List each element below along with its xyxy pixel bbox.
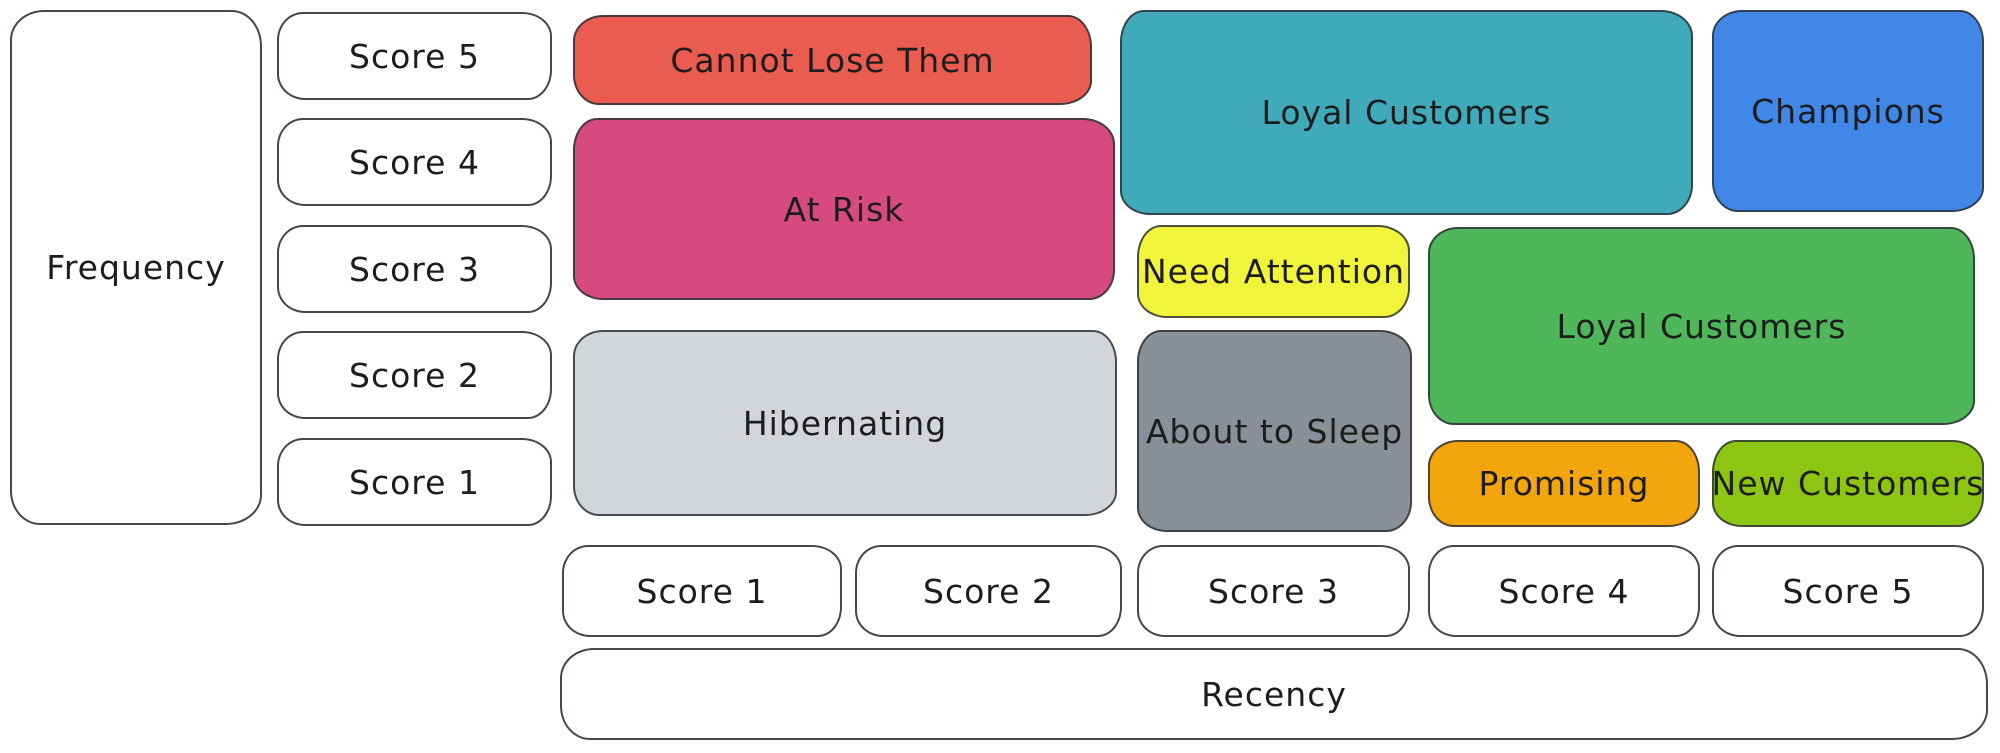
new-customers-label: New Customers bbox=[1711, 464, 1985, 503]
hibernating-label: Hibernating bbox=[742, 403, 948, 443]
hibernating-segment: Hibernating bbox=[573, 330, 1117, 516]
loyal-customers-segment: Loyal Customers bbox=[1120, 10, 1693, 215]
recency-score-4-box: Score 4 bbox=[1428, 545, 1700, 637]
frequency-score-2-label: Score 2 bbox=[349, 355, 480, 395]
loyal-customers-label: Loyal Customers bbox=[1261, 93, 1552, 132]
frequency-axis-label: Frequency bbox=[46, 248, 226, 287]
new-customers-segment: New Customers bbox=[1712, 440, 1984, 527]
frequency-score-5-box: Score 5 bbox=[277, 12, 552, 100]
recency-score-5-label: Score 5 bbox=[1782, 571, 1914, 611]
need-attention-label: Need Attention bbox=[1141, 252, 1406, 291]
about-to-sleep-label: About to Sleep bbox=[1145, 411, 1404, 451]
frequency-score-3-label: Score 3 bbox=[349, 249, 480, 289]
champions-label: Champions bbox=[1751, 91, 1945, 131]
promising-segment: Promising bbox=[1428, 440, 1700, 527]
recency-score-2-box: Score 2 bbox=[855, 545, 1122, 637]
frequency-score-3-box: Score 3 bbox=[277, 225, 552, 313]
frequency-score-4-box: Score 4 bbox=[277, 118, 552, 206]
recency-score-3-box: Score 3 bbox=[1137, 545, 1410, 637]
frequency-score-5-label: Score 5 bbox=[349, 36, 480, 76]
about-to-sleep-segment: About to Sleep bbox=[1137, 330, 1412, 532]
frequency-score-4-label: Score 4 bbox=[349, 142, 480, 182]
champions-segment: Champions bbox=[1712, 10, 1984, 212]
loyal-customers-6-segment: Loyal Customers bbox=[1428, 227, 1975, 425]
recency-score-1-box: Score 1 bbox=[562, 545, 842, 637]
cannot-lose-them-segment: Cannot Lose Them bbox=[573, 15, 1092, 105]
recency-score-1-label: Score 1 bbox=[636, 571, 768, 611]
loyal-customers-6-label: Loyal Customers bbox=[1556, 306, 1847, 346]
recency-axis-box: Recency bbox=[560, 648, 1988, 740]
frequency-score-2-box: Score 2 bbox=[277, 331, 552, 419]
recency-score-5-box: Score 5 bbox=[1712, 545, 1984, 637]
recency-score-2-label: Score 2 bbox=[923, 571, 1054, 611]
at-risk-segment: At Risk bbox=[573, 118, 1115, 300]
at-risk-label: At Risk bbox=[783, 189, 905, 229]
recency-score-4-label: Score 4 bbox=[1498, 571, 1630, 611]
frequency-score-1-box: Score 1 bbox=[277, 438, 552, 526]
need-attention-segment: Need Attention bbox=[1137, 225, 1410, 318]
frequency-score-1-label: Score 1 bbox=[349, 462, 480, 502]
cannot-lose-them-label: Cannot Lose Them bbox=[670, 40, 995, 80]
frequency-axis-box: Frequency bbox=[10, 10, 262, 525]
recency-axis-label: Recency bbox=[1201, 674, 1347, 714]
promising-label: Promising bbox=[1478, 464, 1650, 503]
recency-score-3-label: Score 3 bbox=[1208, 571, 1339, 611]
